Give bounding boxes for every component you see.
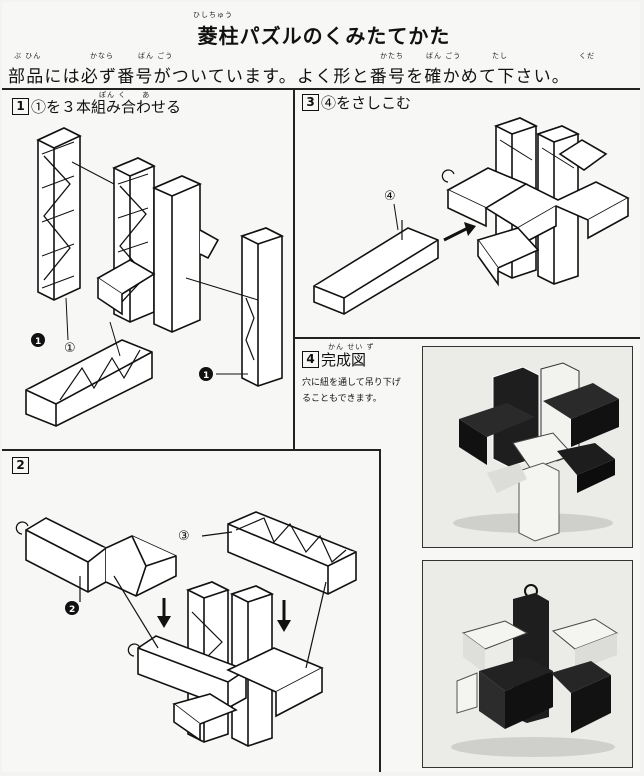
intro-text: 部品には必ず番号がついています。よく形と番号を確かめて下さい。 — [8, 67, 570, 87]
intro-furigana-1: ぶ ひん — [14, 52, 42, 60]
step1-illustration: ① 1 1 — [25, 127, 285, 427]
step2-number: 2 — [12, 457, 29, 474]
step2-part-label-three: ③ — [178, 529, 190, 544]
intro-furigana-2: かなら — [90, 52, 114, 60]
step2-right-rule — [379, 449, 381, 772]
step4-number: 4 — [302, 351, 319, 368]
step3-part-label-four: ④ — [384, 189, 396, 204]
intro-furigana-5: ばん ごう — [426, 52, 462, 60]
intro-furigana-6: たし — [492, 52, 508, 60]
intro-furigana-7: くだ — [579, 52, 595, 60]
step2-top-rule — [2, 449, 380, 451]
step4-furigana: かん せい ず — [328, 343, 375, 351]
step1-number: 1 — [12, 98, 29, 115]
completion-note-line-1: 穴に紐を通して吊り下げ — [302, 378, 401, 388]
page-title: 菱柱パズルのくみたてかた — [197, 24, 451, 48]
step1-step3-divider — [293, 88, 295, 450]
step3-heading: 3 ④をさしこむ — [302, 92, 411, 113]
step2-illustration: 2 ③ — [15, 511, 357, 747]
step4-heading: 4 完成図 — [302, 349, 366, 370]
step4-top-rule — [293, 337, 640, 339]
svg-text:1: 1 — [35, 337, 41, 347]
svg-text:1: 1 — [203, 371, 209, 381]
step1-furigana: ぽん く あ — [99, 91, 151, 99]
title-furigana: ひしちゅう — [193, 11, 233, 19]
step1-part-label-one: ① — [64, 341, 76, 356]
svg-text:2: 2 — [69, 605, 75, 615]
step4-label: 完成図 — [321, 351, 367, 369]
step2-heading: 2 — [12, 457, 31, 474]
completed-puzzle-photo-2-graphic — [423, 561, 632, 767]
intro-furigana-3: ばん ごう — [138, 52, 174, 60]
step3-label: ④をさしこむ — [321, 94, 412, 112]
intro-furigana-4: かたち — [380, 52, 404, 60]
step3-number: 3 — [302, 94, 319, 111]
step1-heading: 1 ①を３本組み合わせる — [12, 96, 181, 117]
completed-puzzle-photo-1 — [422, 346, 633, 548]
completed-puzzle-photo-2 — [422, 560, 633, 768]
step1-label: ①を３本組み合わせる — [31, 98, 182, 116]
step3-illustration: ④ — [313, 117, 630, 315]
top-rule — [2, 88, 640, 90]
completion-note-line-2: ることもできます。 — [302, 394, 382, 404]
completed-puzzle-photo-1-graphic — [423, 347, 632, 547]
